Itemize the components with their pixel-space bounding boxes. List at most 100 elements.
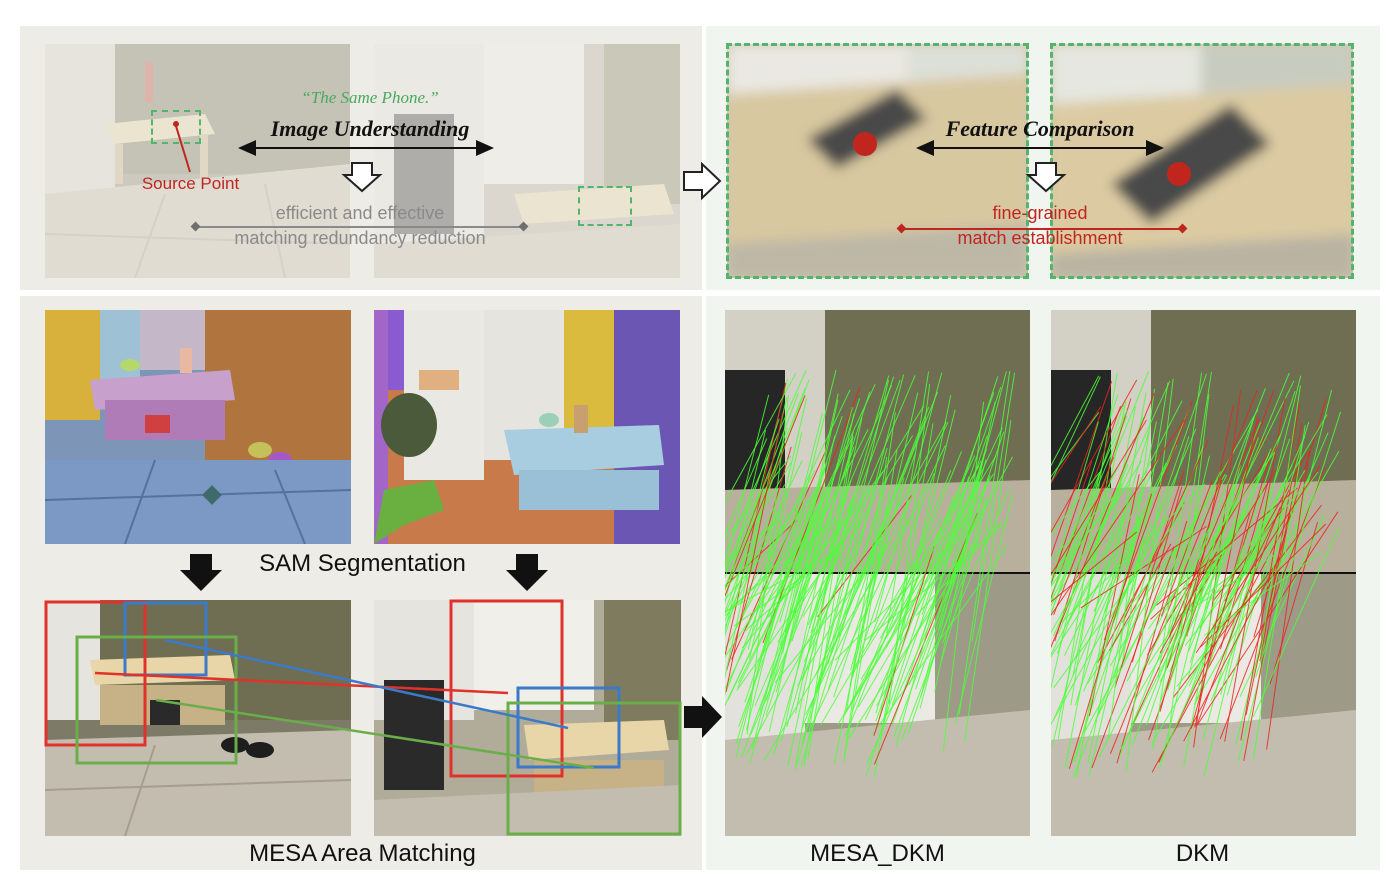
correct-match-line: [833, 453, 916, 698]
incorrect-match-line: [725, 412, 784, 692]
correct-match-line: [725, 517, 822, 617]
incorrect-match-line: [1109, 390, 1258, 754]
correct-match-line: [749, 494, 855, 736]
correct-match-line: [1051, 471, 1100, 535]
correct-match-line: [1167, 455, 1210, 635]
correct-match-line: [1188, 464, 1293, 687]
sam-segmentation-source: [45, 310, 351, 544]
correct-match-line: [1235, 544, 1286, 745]
correct-match-line: [773, 480, 852, 756]
correct-match-line: [1174, 380, 1295, 622]
correct-match-line: [941, 488, 1011, 644]
correct-match-line: [1187, 463, 1242, 680]
correct-match-line: [1259, 385, 1301, 657]
correct-match-line: [1097, 522, 1153, 664]
correct-match-line: [893, 475, 991, 738]
correct-match-line: [725, 392, 799, 590]
correct-match-line: [1051, 484, 1130, 577]
incorrect-match-line: [1219, 467, 1326, 740]
incorrect-match-line: [1122, 439, 1210, 623]
correct-match-line: [1053, 535, 1136, 720]
incorrect-match-line: [1053, 457, 1114, 616]
correct-match-line: [733, 389, 851, 633]
target-room-photo: [374, 44, 680, 278]
correct-match-line: [1051, 558, 1097, 747]
correct-match-line: [725, 515, 778, 587]
correct-match-line: [808, 445, 946, 731]
correct-match-line: [1157, 372, 1203, 678]
correct-match-line: [1237, 389, 1333, 762]
incorrect-match-line: [1266, 450, 1310, 750]
efficient-line1: efficient and effective: [275, 203, 445, 223]
correct-match-line: [725, 387, 806, 598]
incorrect-match-line: [1160, 481, 1213, 617]
correct-match-line: [1121, 382, 1169, 668]
fine-grained-line2: match establishment: [957, 228, 1123, 248]
correct-match-line: [1051, 460, 1142, 607]
correct-match-line: [754, 384, 893, 707]
target-zoom-frame: [1050, 43, 1354, 279]
incorrect-match-line: [1054, 398, 1132, 642]
correct-match-line: [1167, 416, 1255, 691]
incorrect-match-line: [873, 512, 978, 765]
correct-match-line: [1094, 429, 1150, 611]
correct-match-line: [936, 451, 986, 619]
source-zoom-frame: [726, 43, 1029, 279]
correct-match-line: [886, 371, 930, 633]
correct-match-line: [1051, 416, 1128, 600]
correct-match-line: [725, 418, 780, 580]
target-zoom-crop: [1051, 44, 1353, 278]
correct-match-line: [725, 489, 823, 690]
incorrect-match-line: [1183, 556, 1281, 742]
correct-match-line: [1167, 394, 1210, 745]
correct-match-line: [1051, 475, 1100, 690]
incorrect-match-line: [1197, 507, 1281, 724]
correct-match-line: [849, 392, 919, 686]
incorrect-match-line: [1224, 451, 1308, 602]
correct-match-line: [1181, 554, 1276, 616]
correct-match-line: [725, 435, 854, 707]
correct-match-line: [1160, 435, 1306, 762]
correct-match-line: [876, 456, 1014, 706]
correct-match-line: [725, 394, 770, 568]
correct-match-line: [768, 435, 836, 732]
incorrect-match-line: [1051, 419, 1186, 617]
correct-match-line: [725, 517, 791, 590]
correct-match-line: [775, 407, 853, 693]
correct-match-line: [866, 498, 987, 766]
correct-match-line: [1151, 523, 1284, 744]
correct-match-line: [1051, 483, 1123, 588]
incorrect-match-line: [1051, 380, 1113, 558]
incorrect-match-line: [1196, 511, 1339, 726]
correct-match-line: [725, 471, 771, 570]
incorrect-match-line: [1051, 406, 1102, 484]
correct-match-line: [763, 527, 823, 607]
incorrect-match-line: [1051, 392, 1155, 649]
correct-match-line: [786, 375, 890, 728]
correct-match-line: [1069, 493, 1139, 620]
target-phone-box: [578, 186, 632, 226]
correct-match-line: [837, 514, 966, 725]
correct-match-line: [1074, 518, 1142, 763]
incorrect-match-line: [731, 446, 829, 660]
correct-match-line: [1072, 400, 1127, 676]
correct-match-line: [765, 391, 871, 716]
correct-match-line: [850, 557, 893, 683]
correct-match-line: [807, 375, 916, 625]
incorrect-match-line: [1159, 546, 1207, 712]
correct-match-line: [820, 516, 943, 725]
correct-match-line: [1199, 414, 1328, 629]
incorrect-match-line: [817, 495, 912, 618]
correct-match-line: [725, 429, 766, 606]
correct-match-line: [1119, 388, 1266, 757]
correct-match-line: [1051, 409, 1128, 587]
correct-match-line: [1053, 514, 1181, 689]
correct-match-line: [827, 374, 905, 665]
correct-match-line: [850, 460, 982, 704]
incorrect-match-line: [1269, 521, 1319, 684]
correct-match-line: [1113, 436, 1190, 679]
correct-match-line: [920, 371, 1007, 698]
fine-grained-line1: fine-grained: [992, 203, 1088, 223]
incorrect-match-line: [1080, 526, 1207, 609]
correct-match-line: [1130, 545, 1178, 606]
